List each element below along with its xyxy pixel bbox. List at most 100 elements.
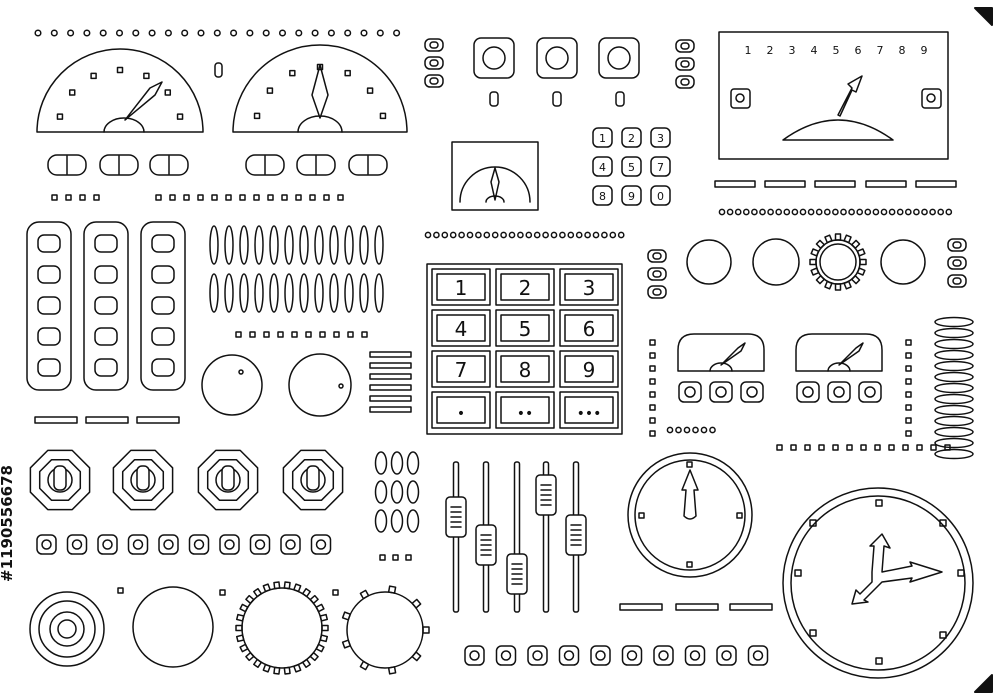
round-knob-left[interactable] bbox=[201, 354, 263, 416]
square-button[interactable] bbox=[188, 534, 210, 555]
square-button-row[interactable] bbox=[464, 645, 769, 666]
pill-column-button[interactable] bbox=[151, 358, 175, 377]
pill-column-button[interactable] bbox=[151, 234, 175, 253]
keypad-key[interactable] bbox=[495, 391, 555, 429]
pill-column[interactable] bbox=[26, 221, 72, 391]
pill-column-button[interactable] bbox=[94, 327, 118, 346]
indicator-dot bbox=[500, 231, 507, 239]
round-knob-right[interactable] bbox=[288, 353, 352, 417]
oval-button[interactable] bbox=[374, 480, 388, 504]
octagon-switch[interactable] bbox=[29, 449, 91, 511]
keypad-key[interactable] bbox=[559, 268, 619, 306]
pill-column-button[interactable] bbox=[94, 296, 118, 315]
plain-dial[interactable] bbox=[132, 586, 214, 668]
keypad-key[interactable] bbox=[559, 391, 619, 429]
oval-button[interactable] bbox=[374, 509, 388, 533]
dash bbox=[729, 603, 773, 611]
pill-column-button[interactable] bbox=[151, 327, 175, 346]
keypad-key[interactable] bbox=[650, 127, 671, 148]
pill-column-button[interactable] bbox=[37, 327, 61, 346]
square-button[interactable] bbox=[684, 645, 706, 666]
keypad-key[interactable] bbox=[650, 156, 671, 177]
keypad-key[interactable] bbox=[431, 391, 491, 429]
keypad-key[interactable] bbox=[559, 350, 619, 388]
pill-button-group[interactable] bbox=[47, 154, 388, 176]
pill-column-button[interactable] bbox=[37, 358, 61, 377]
oval-button[interactable] bbox=[406, 451, 420, 475]
oval-button-grid[interactable] bbox=[374, 451, 420, 533]
pill-button[interactable] bbox=[47, 154, 87, 176]
oval-button[interactable] bbox=[390, 451, 404, 475]
keypad-key[interactable] bbox=[621, 156, 642, 177]
keypad-key[interactable] bbox=[559, 309, 619, 347]
octagon-switch[interactable] bbox=[197, 449, 259, 511]
pill-column-button[interactable] bbox=[37, 296, 61, 315]
oval-button[interactable] bbox=[390, 480, 404, 504]
square-button[interactable] bbox=[97, 534, 118, 555]
keypad-key[interactable] bbox=[592, 127, 613, 148]
keypad-key[interactable] bbox=[431, 309, 491, 347]
square-button[interactable] bbox=[621, 645, 643, 666]
pill-button[interactable] bbox=[245, 154, 285, 176]
oval-button[interactable] bbox=[406, 480, 420, 504]
gear-dial[interactable] bbox=[235, 581, 329, 675]
pill-column[interactable] bbox=[83, 221, 129, 391]
keypad-key[interactable] bbox=[495, 309, 555, 347]
square-button[interactable] bbox=[127, 534, 149, 555]
pill-columns[interactable] bbox=[26, 221, 186, 391]
knob-row-right[interactable] bbox=[686, 233, 926, 291]
square-button[interactable] bbox=[219, 534, 240, 555]
keypad-key[interactable] bbox=[621, 185, 642, 206]
pill-column-button[interactable] bbox=[151, 296, 175, 315]
square-button[interactable] bbox=[158, 534, 179, 555]
pill-column-button[interactable] bbox=[37, 265, 61, 284]
pill-button[interactable] bbox=[348, 154, 388, 176]
fader-sliders[interactable] bbox=[445, 461, 587, 613]
octagon-switch[interactable] bbox=[112, 449, 174, 511]
square-button[interactable] bbox=[495, 645, 517, 666]
keypad-key[interactable] bbox=[431, 268, 491, 306]
keypad-key[interactable] bbox=[621, 127, 642, 148]
keypad-key[interactable] bbox=[650, 185, 671, 206]
pill-button[interactable] bbox=[149, 154, 189, 176]
pill-button[interactable] bbox=[296, 154, 336, 176]
keypad-key[interactable] bbox=[592, 156, 613, 177]
indicator-dot bbox=[848, 208, 855, 216]
pill-column-button[interactable] bbox=[94, 265, 118, 284]
keypad-key[interactable] bbox=[495, 268, 555, 306]
pill-column-button[interactable] bbox=[94, 358, 118, 377]
pill-column-button[interactable] bbox=[151, 265, 175, 284]
toggle-switches[interactable] bbox=[29, 449, 344, 511]
target-dial[interactable] bbox=[29, 591, 105, 667]
pill-column-button[interactable] bbox=[37, 234, 61, 253]
square-button[interactable] bbox=[36, 534, 57, 555]
pill-button[interactable] bbox=[99, 154, 139, 176]
bar bbox=[369, 384, 412, 391]
square-button[interactable] bbox=[558, 645, 580, 666]
keypad-key[interactable] bbox=[592, 185, 613, 206]
keypad-key[interactable] bbox=[431, 350, 491, 388]
square-button-row[interactable] bbox=[36, 534, 332, 555]
oval-button[interactable] bbox=[406, 509, 420, 533]
indicator-square bbox=[51, 194, 58, 201]
square-button[interactable] bbox=[66, 534, 88, 555]
square-button[interactable] bbox=[280, 534, 301, 555]
square-button[interactable] bbox=[747, 645, 769, 666]
oval-button[interactable] bbox=[390, 509, 404, 533]
square-buttons-top[interactable] bbox=[473, 37, 640, 107]
pill-column[interactable] bbox=[140, 221, 186, 391]
keypad-key[interactable] bbox=[495, 350, 555, 388]
pill-column-button[interactable] bbox=[94, 234, 118, 253]
square-button[interactable] bbox=[464, 645, 485, 666]
gear-dial[interactable] bbox=[341, 585, 430, 675]
square-button[interactable] bbox=[590, 645, 611, 666]
square-button[interactable] bbox=[527, 645, 548, 666]
square-button[interactable] bbox=[310, 534, 332, 555]
octagon-switch[interactable] bbox=[282, 449, 344, 511]
square-button[interactable] bbox=[716, 645, 737, 666]
square-button[interactable] bbox=[249, 534, 271, 555]
oval-button[interactable] bbox=[374, 451, 388, 475]
square-button[interactable] bbox=[653, 645, 674, 666]
